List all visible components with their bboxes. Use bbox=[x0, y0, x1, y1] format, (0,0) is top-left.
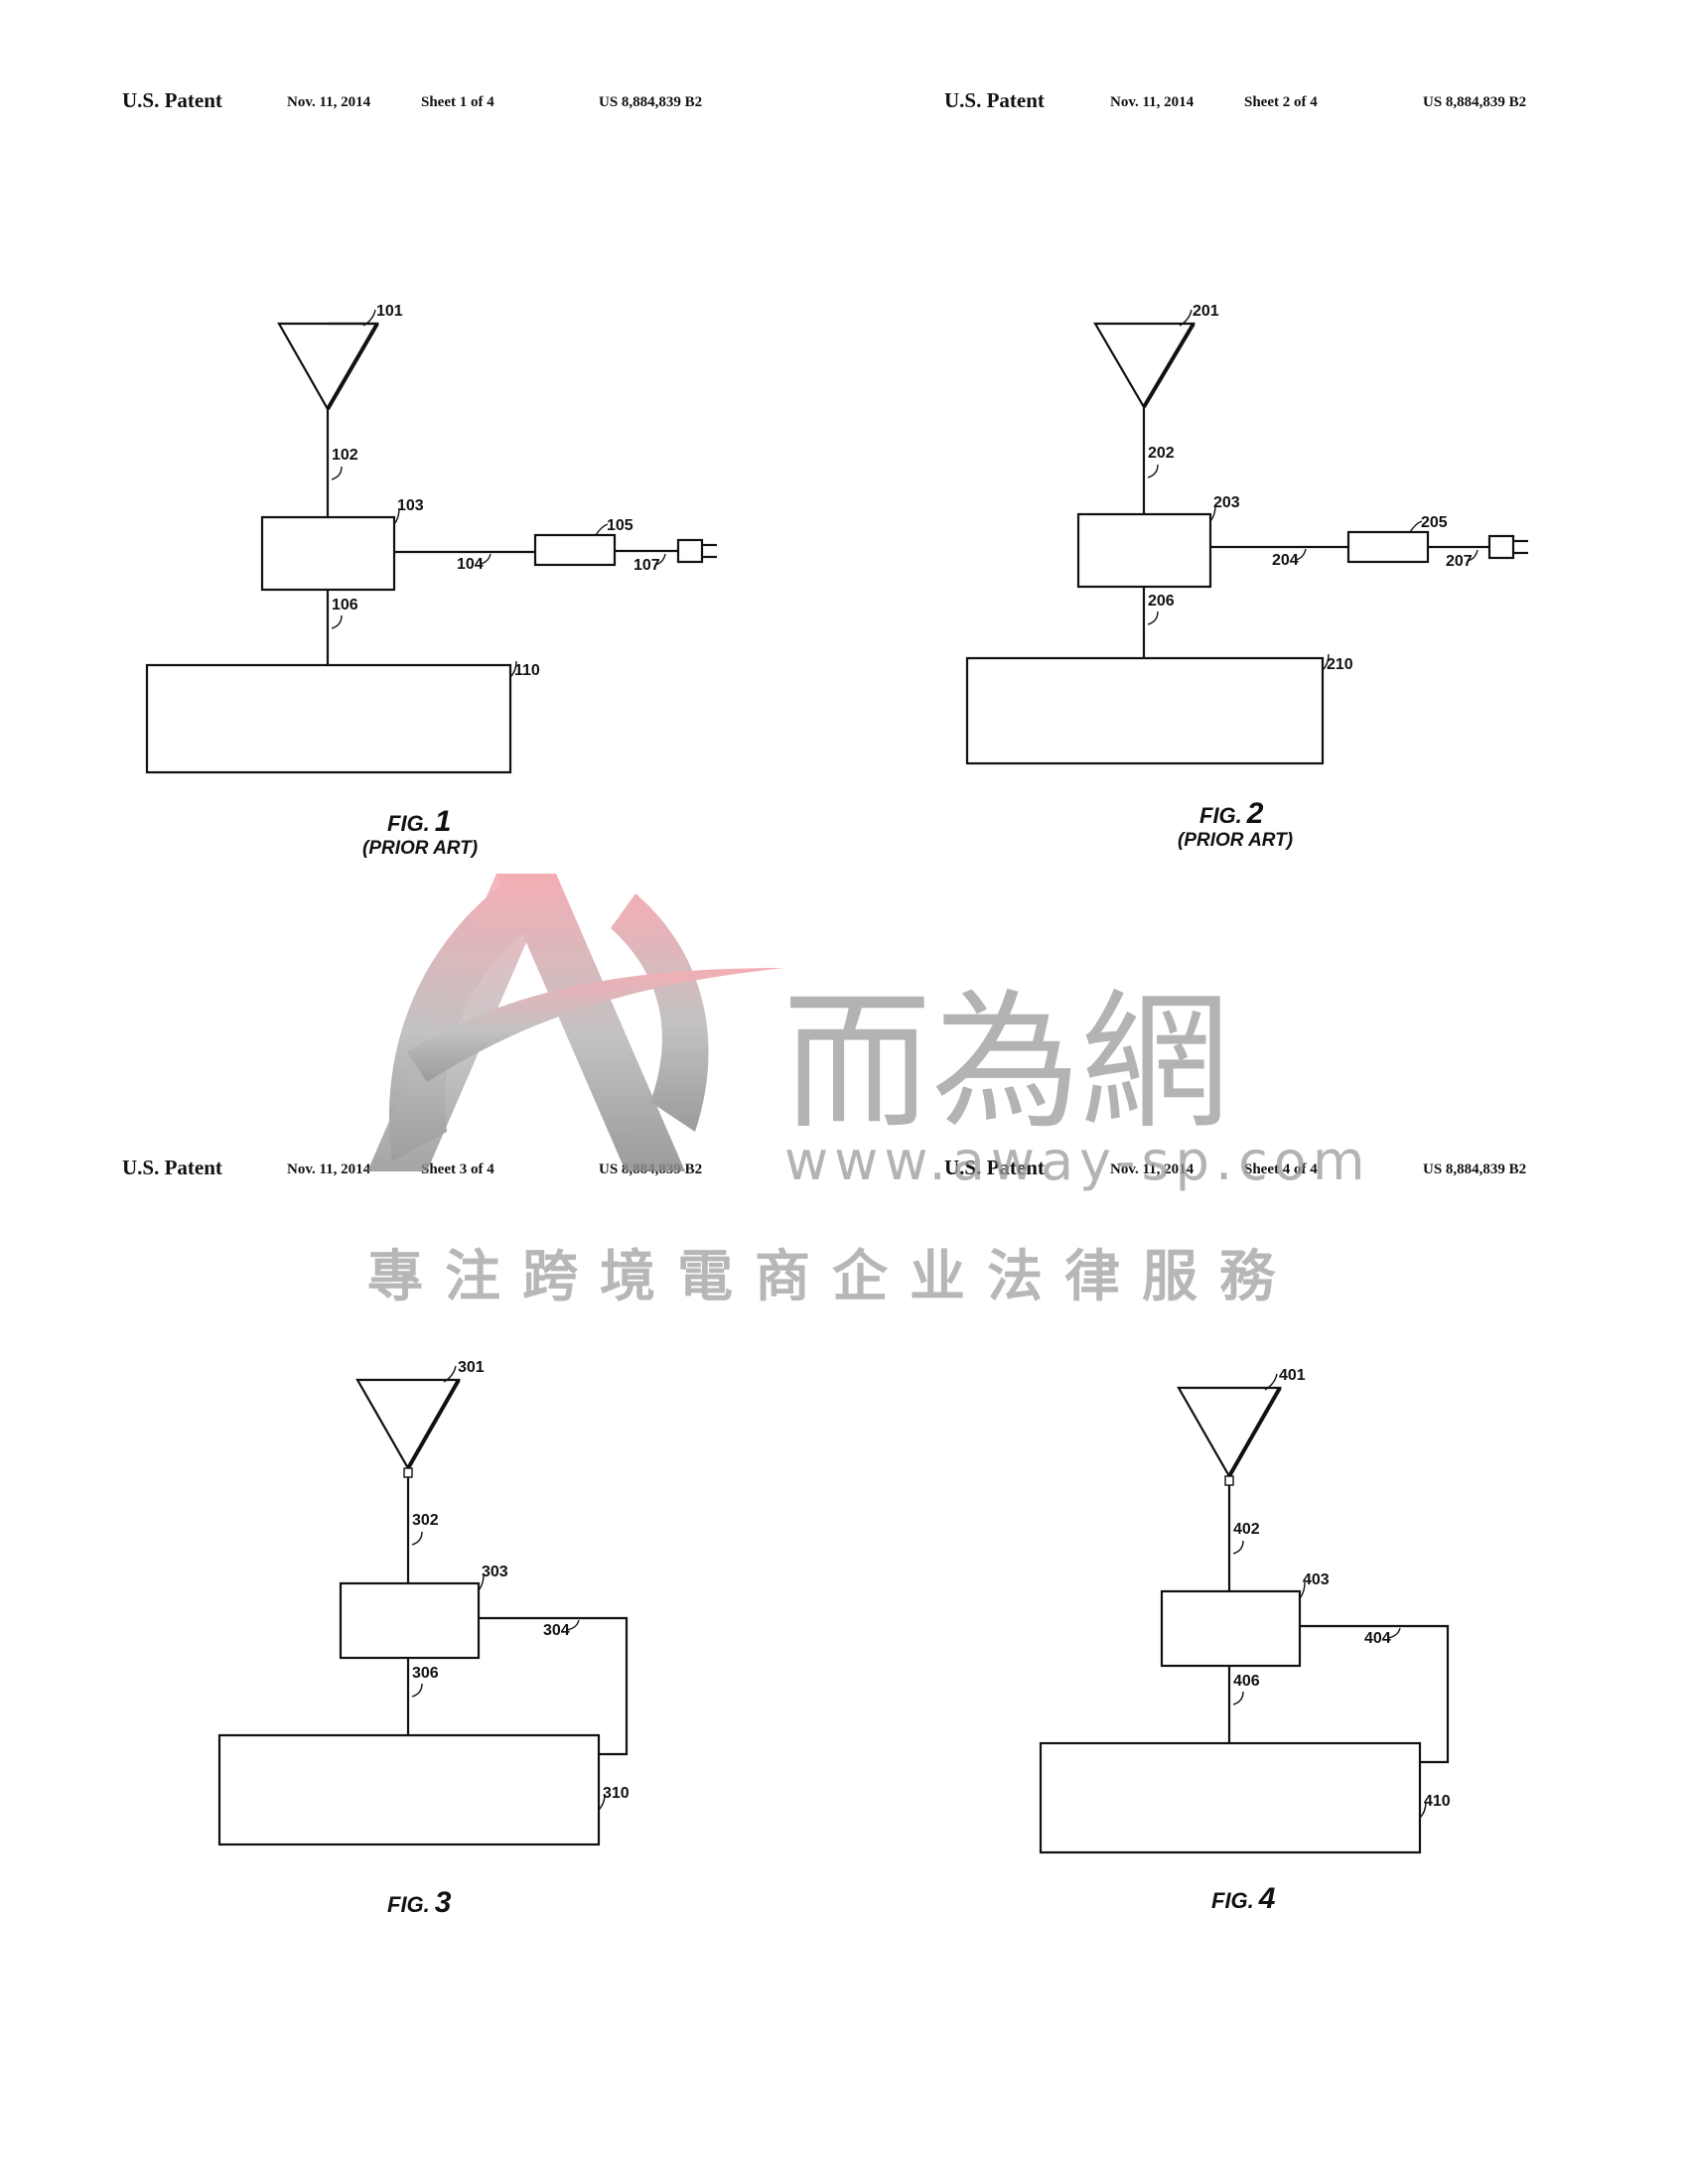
sheet-2-header: U.S. Patent Nov. 11, 2014 Sheet 2 of 4 U… bbox=[944, 88, 1526, 112]
antenna-feed-connector bbox=[403, 1467, 413, 1478]
ref-line-antenna: 102 bbox=[332, 447, 358, 464]
ref-line-antenna: 202 bbox=[1148, 445, 1175, 462]
plug-icon bbox=[676, 538, 717, 564]
ref-line-bus: 306 bbox=[412, 1665, 439, 1682]
patent-date: Nov. 11, 2014 bbox=[287, 1161, 371, 1177]
ref-antenna: 401 bbox=[1279, 1367, 1306, 1384]
feedback-loop-line bbox=[1300, 1624, 1450, 1764]
ref-device: 410 bbox=[1424, 1793, 1451, 1810]
sheet-4: U.S. Patent Nov. 11, 2014 Sheet 4 of 4 U… bbox=[944, 1156, 1526, 1915]
figure-note: (PRIOR ART) bbox=[1178, 830, 1293, 851]
patent-label: U.S. Patent bbox=[944, 1156, 1045, 1179]
module-box bbox=[1076, 512, 1212, 589]
patent-number: US 8,884,839 B2 bbox=[1423, 1161, 1526, 1177]
device-box bbox=[217, 1733, 601, 1846]
antenna-icon bbox=[355, 1378, 461, 1471]
device-box bbox=[145, 663, 512, 774]
sheet-4-header: U.S. Patent Nov. 11, 2014 Sheet 4 of 4 U… bbox=[944, 1156, 1526, 1179]
power-adapter-box bbox=[533, 533, 617, 567]
ref-adapter: 105 bbox=[607, 517, 633, 534]
plug-icon bbox=[1487, 534, 1528, 560]
ref-line-bus: 206 bbox=[1148, 593, 1175, 610]
ref-line-plug: 107 bbox=[633, 557, 660, 574]
figure-caption: FIG.3 bbox=[387, 1886, 452, 1919]
module-box bbox=[260, 515, 396, 592]
antenna-icon bbox=[1093, 322, 1196, 410]
watermark-url: www.away-sp.com bbox=[784, 1130, 1370, 1192]
figure-2: 201 202 203 204 205 207 206 bbox=[965, 303, 1528, 851]
antenna-edge bbox=[326, 322, 379, 411]
ref-line-bus: 406 bbox=[1233, 1673, 1260, 1690]
module-box bbox=[339, 1581, 481, 1660]
ref-line-bus: 106 bbox=[332, 597, 358, 614]
ref-line-loop: 304 bbox=[543, 1622, 570, 1639]
watermark-brand: 而為網 bbox=[782, 977, 1229, 1150]
module-box bbox=[1160, 1589, 1302, 1668]
figure-3: 301 302 303 304 306 310 FIG.3 bbox=[217, 1359, 630, 1919]
ref-antenna: 301 bbox=[458, 1359, 485, 1376]
patent-number: US 8,884,839 B2 bbox=[1423, 94, 1526, 110]
ref-module: 403 bbox=[1303, 1571, 1330, 1588]
figure-4: 401 402 403 404 406 410 FIG.4 bbox=[1039, 1367, 1451, 1915]
sheet-2: U.S. Patent Nov. 11, 2014 Sheet 2 of 4 U… bbox=[944, 88, 1528, 851]
figure-caption: FIG.4 bbox=[1211, 1882, 1276, 1915]
patent-label: U.S. Patent bbox=[122, 1156, 222, 1179]
ref-module: 103 bbox=[397, 497, 424, 514]
device-box bbox=[1039, 1741, 1422, 1854]
patent-number: US 8,884,839 B2 bbox=[599, 94, 702, 110]
watermark-slogan: 專注跨境電商企业法律服務 bbox=[367, 1245, 1297, 1309]
device-box bbox=[965, 656, 1325, 765]
patent-label: U.S. Patent bbox=[944, 88, 1045, 112]
ref-line-plug: 207 bbox=[1446, 553, 1473, 570]
ref-line-adapter: 104 bbox=[457, 556, 484, 573]
ref-line-loop: 404 bbox=[1364, 1630, 1391, 1647]
patent-date: Nov. 11, 2014 bbox=[1110, 94, 1195, 110]
antenna-icon bbox=[1177, 1386, 1282, 1479]
ref-device: 310 bbox=[603, 1785, 630, 1802]
feedback-loop-line bbox=[479, 1616, 629, 1756]
figure-caption: FIG.2 bbox=[1199, 797, 1264, 830]
figure-caption: FIG.1 bbox=[387, 805, 451, 838]
patent-date: Nov. 11, 2014 bbox=[1110, 1161, 1195, 1177]
ref-device: 110 bbox=[514, 662, 540, 679]
sheet-1-header: U.S. Patent Nov. 11, 2014 Sheet 1 of 4 U… bbox=[122, 88, 702, 112]
sheet-number: Sheet 1 of 4 bbox=[421, 94, 494, 110]
power-adapter-box bbox=[1346, 530, 1430, 564]
figure-1: 101 102 103 104 105 107 bbox=[145, 303, 717, 859]
sheet-number: Sheet 3 of 4 bbox=[421, 1161, 494, 1177]
antenna-icon bbox=[277, 322, 379, 412]
sheet-1: U.S. Patent Nov. 11, 2014 Sheet 1 of 4 U… bbox=[122, 88, 717, 859]
watermark-logo-icon bbox=[367, 874, 784, 1171]
sheet-number: Sheet 4 of 4 bbox=[1244, 1161, 1318, 1177]
ref-module: 303 bbox=[482, 1564, 508, 1580]
watermark: 而為網 www.away-sp.com 專注跨境電商企业法律服務 bbox=[367, 874, 1370, 1309]
ref-line-adapter: 204 bbox=[1272, 552, 1299, 569]
ref-antenna: 201 bbox=[1193, 303, 1219, 320]
patent-label: U.S. Patent bbox=[122, 88, 222, 112]
ref-antenna: 101 bbox=[376, 303, 403, 320]
patent-date: Nov. 11, 2014 bbox=[287, 94, 371, 110]
ref-line-antenna: 302 bbox=[412, 1512, 439, 1529]
antenna-feed-connector bbox=[1224, 1475, 1234, 1486]
sheet-number: Sheet 2 of 4 bbox=[1244, 94, 1318, 110]
ref-device: 210 bbox=[1327, 656, 1353, 673]
ref-adapter: 205 bbox=[1421, 514, 1448, 531]
ref-module: 203 bbox=[1213, 494, 1240, 511]
figure-note: (PRIOR ART) bbox=[362, 838, 478, 859]
ref-line-antenna: 402 bbox=[1233, 1521, 1260, 1538]
